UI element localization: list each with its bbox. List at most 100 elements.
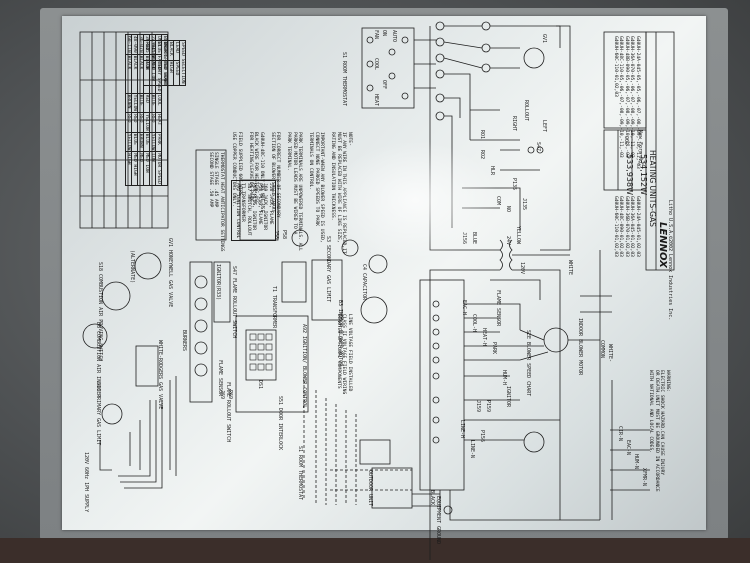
- label-cool-h: COOL-H: [471, 314, 477, 333]
- label-j69: J69: [219, 390, 225, 400]
- table-cell: MED HIGH: [161, 60, 168, 86]
- label-p159: P159: [485, 400, 491, 413]
- form-code-label: OO2: [623, 136, 629, 146]
- label-s1-bottom: S1 ROOM THERMOSTAT: [297, 446, 303, 501]
- table-cell: RED: [137, 112, 144, 133]
- label-cir-n: CIR-N: [617, 426, 623, 442]
- table-cell: LOW: [143, 60, 150, 86]
- model-item: G40UH-60C-110-01,02,03: [613, 196, 618, 257]
- model-item: G40UH-24A-045-01,02,03: [635, 196, 640, 257]
- label-eac-n: EAC-N: [625, 440, 631, 456]
- warning-line: ELECTRIC SHOCK HAZARD.CAN CAUSE INJURY: [659, 370, 665, 476]
- control-terminal-strip: [419, 279, 465, 491]
- model-item: G40UH-48C-090-01,02,03: [618, 196, 624, 257]
- table-cell: RED: [149, 112, 156, 133]
- chart-header: SPEED: [173, 60, 180, 86]
- chart-header: PARK: [155, 132, 162, 152]
- label-rollout2: ROLLOUT: [523, 100, 529, 122]
- table-cell: YELLOW: [131, 93, 138, 113]
- label-white-common: WHITE-: [607, 344, 613, 363]
- label-no: NO: [505, 206, 511, 213]
- model-item: G40UH-48B-090-05,-06,-07,-08,-09,-10,-11…: [624, 36, 629, 158]
- label-ignitor2: IGNITOR: [505, 386, 511, 408]
- note-line: G40UH-48C-110 ONLY DO NOT USE: [259, 132, 264, 213]
- chart-header: LEAD: [173, 40, 180, 61]
- anticipator-frame: [195, 149, 227, 241]
- table-cell: 60-110: [125, 34, 132, 55]
- table-cell: BLUE: [149, 93, 156, 113]
- floor-strip: [0, 538, 750, 563]
- model-list-frame: [603, 31, 647, 129]
- label-burners: BURNERS: [181, 330, 187, 352]
- label-right: RIGHT: [511, 116, 517, 132]
- table-cell: BROWN: [161, 40, 168, 61]
- label-j156: J156: [461, 232, 467, 245]
- print-note: Litho U.S.A.: [667, 200, 673, 237]
- label-hum-n: HUM-N: [633, 454, 639, 470]
- t1-transformer-frame: [281, 261, 307, 303]
- label-left: LEFT: [541, 120, 547, 133]
- s18-switch-symbol: [101, 281, 131, 311]
- label-a92: A92 IGNITION/ BLOWER CONTROL: [301, 324, 307, 409]
- model-item: G40UH-36B-070-01,02,03: [624, 196, 629, 257]
- table-cell: YELLOW: [125, 132, 132, 152]
- note-line: IF ANY WIRE IN THIS APPLIANCE IS REPLACE…: [341, 132, 347, 254]
- label-power: 120V 60Hz 1PH SUPPLY: [83, 452, 89, 513]
- label-r02: RO2: [479, 150, 485, 160]
- notes-block: NOTE- IF ANY WIRE IN THIS APPLIANCE IS R…: [231, 132, 353, 254]
- alt-valve-symbol: [134, 252, 162, 280]
- label-alternate: (ALTERNATE): [129, 250, 135, 284]
- legend-line: LINE VOLTAGE FIELD INSTALLED: [347, 314, 352, 392]
- label-t1: T1 TRANSFORMER: [271, 286, 277, 329]
- label-heat-h: HEAT-H: [481, 328, 487, 347]
- table-cell: RED: [125, 112, 132, 133]
- label-yellow: YELLOW: [515, 226, 521, 245]
- table-cell: BLACK: [131, 54, 138, 94]
- blower-motor-symbol: [543, 327, 569, 353]
- note-line: FOR HEATING/LEAVE ON PARK.: [248, 132, 253, 204]
- model-item: G40UH-36A-070-05,-06,-07,-08,-09,-10,-11…: [629, 36, 635, 158]
- b6-inducer-symbol: [82, 323, 108, 349]
- label-com: COM: [495, 196, 501, 206]
- table-cell: LOW: [149, 151, 156, 186]
- table-cell: BLACK: [125, 54, 132, 94]
- table-cell: YELLOW: [143, 112, 150, 133]
- table-cell: BLUE: [155, 40, 162, 61]
- form-code-value: 533,938W: [625, 154, 634, 195]
- label-white: WHITE: [567, 260, 573, 276]
- label-b3: B3 INDOOR BLOWER MOTOR: [337, 300, 343, 367]
- chart-header: MOTOR SPEED: [155, 151, 162, 186]
- label-j58: J58: [273, 230, 279, 240]
- gv1-coil-symbol: [523, 47, 545, 69]
- table-cell: MED: [137, 151, 144, 186]
- note-line: MUST BE REPLACED WITH WIRE OF LIKE SIZE,: [336, 132, 341, 243]
- table-cell: YELLOW: [149, 132, 156, 152]
- b6-motor-symbol: [523, 431, 545, 453]
- label-gv1-honeywell: GV1 HONEYWELL GAS VALVE: [167, 238, 173, 308]
- label-s51: S51 DOOR INTERLOCK: [277, 396, 283, 451]
- table-cell: BLUE: [143, 132, 150, 152]
- label-p69: P69: [227, 390, 233, 400]
- label-120v: 120V: [519, 262, 525, 275]
- table-cell: RED: [131, 112, 138, 133]
- table-cell: BLUE: [131, 132, 138, 152]
- parts-frame: [239, 179, 279, 241]
- table-cell: HIGH: [125, 151, 132, 186]
- table-cell: MED HIGH: [131, 151, 138, 186]
- label-line-n: LINE-N: [469, 440, 475, 459]
- table-cell: HIGH: [167, 60, 174, 86]
- label-blue: BLUE: [471, 232, 477, 245]
- table-cell: BROWN: [125, 93, 132, 113]
- copyright: ©2002 Lennox Industries Inc.: [667, 236, 673, 321]
- warning-line: OR DEATH.UNIT MUST BE GROUNDED IN ACCORD…: [654, 370, 659, 492]
- note-line: BLACK WIRE FOR HEATING,USE: [253, 132, 259, 204]
- label-flame-sensor2: FLAME SENSOR: [495, 290, 501, 327]
- anticipator-settings: THERMOSTAT HEAT ANTICIPATOR SETTINGS SIN…: [208, 152, 224, 252]
